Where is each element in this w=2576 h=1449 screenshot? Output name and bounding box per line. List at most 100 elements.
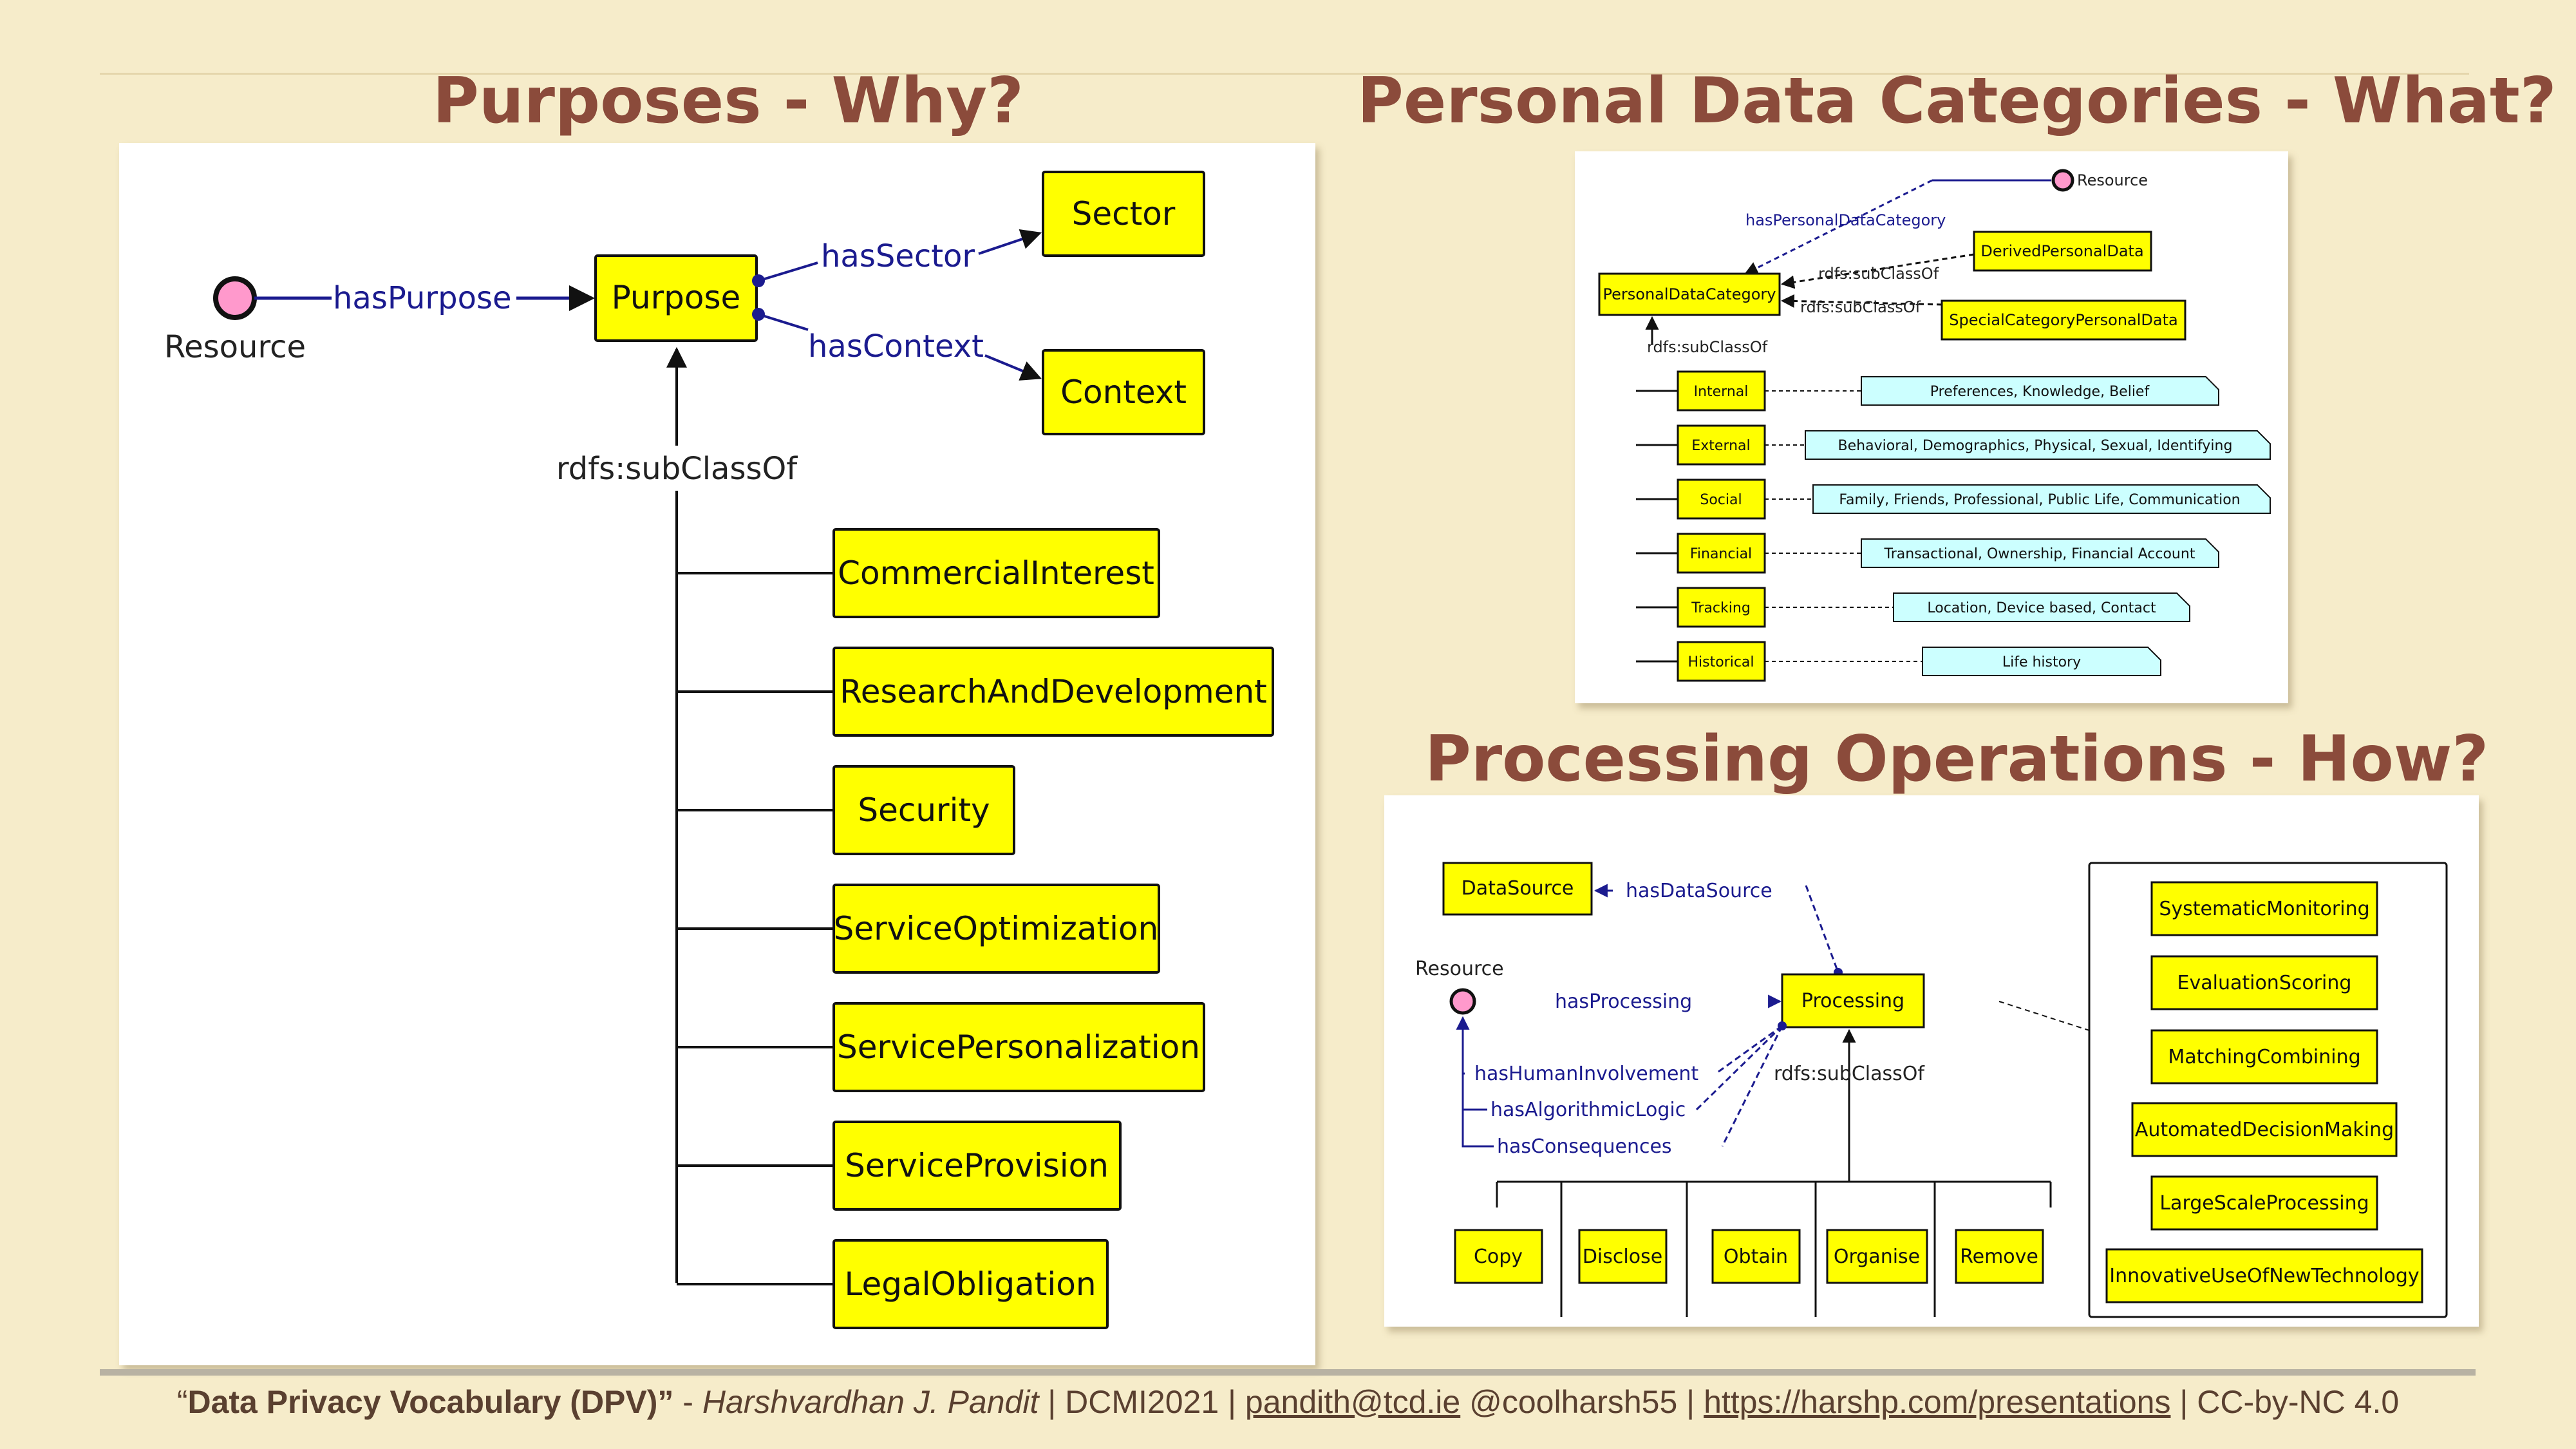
footer: “Data Privacy Vocabulary (DPV)” - Harshv… bbox=[0, 1383, 2576, 1421]
side-label: MatchingCombining bbox=[2168, 1046, 2360, 1068]
category-label: Financial bbox=[1690, 546, 1752, 562]
op-label: Disclose bbox=[1583, 1245, 1662, 1268]
context-node bbox=[1042, 349, 1205, 435]
side-node bbox=[2150, 1029, 2378, 1084]
has-context-label: hasContext bbox=[808, 328, 984, 365]
has-sector-edge-end bbox=[978, 229, 1042, 255]
resource-node bbox=[213, 276, 257, 320]
category-node bbox=[1677, 424, 1766, 466]
derived-node bbox=[1973, 231, 2152, 272]
top-rule bbox=[100, 73, 2469, 75]
processing-diagram: DataSource hasDataSource Resource hasPro… bbox=[1384, 795, 2479, 1327]
subclass-node bbox=[832, 765, 1015, 855]
processing-resource-label: Resource bbox=[1415, 958, 1504, 980]
op-label: Organise bbox=[1834, 1245, 1920, 1268]
has-human-label: hasHumanInvolvement bbox=[1474, 1063, 1698, 1085]
subclass-label-1: rdfs:subClassOf bbox=[1818, 265, 1939, 283]
has-purpose-label: hasPurpose bbox=[333, 280, 511, 316]
context-label: Context bbox=[1060, 374, 1187, 411]
purpose-label: Purpose bbox=[612, 279, 741, 316]
resource-label: Resource bbox=[164, 329, 306, 365]
has-human-edge bbox=[1715, 1025, 1783, 1075]
pdc-resource-label: Resource bbox=[2077, 171, 2148, 189]
special-node bbox=[1941, 299, 2186, 341]
heading-purposes: Purposes - Why? bbox=[433, 64, 1024, 138]
has-algo-label: hasAlgorithmicLogic bbox=[1490, 1099, 1686, 1121]
op-node bbox=[1955, 1229, 2044, 1284]
sector-label: Sector bbox=[1072, 195, 1176, 232]
category-note bbox=[1812, 484, 2271, 514]
pdc-diagram-svg: Resource hasPersonalDataCategory Persona… bbox=[1598, 169, 2271, 682]
category-note bbox=[1805, 430, 2271, 460]
category-note bbox=[1861, 376, 2219, 406]
category-note bbox=[1922, 647, 2161, 676]
subclass-node bbox=[832, 884, 1160, 974]
has-datasource-edge-diag bbox=[1805, 885, 1839, 973]
footer-venue: | DCMI2021 | bbox=[1039, 1384, 1245, 1420]
category-note-text: Transactional, Ownership, Financial Acco… bbox=[1884, 546, 2195, 562]
side-node bbox=[2150, 881, 2378, 936]
category-label: Social bbox=[1700, 492, 1742, 508]
footer-url-link[interactable]: https://harshp.com/presentations bbox=[1704, 1384, 2171, 1420]
category-node bbox=[1677, 478, 1766, 520]
sector-node bbox=[1042, 171, 1205, 257]
processing-diagram-svg: DataSource hasDataSource Resource hasPro… bbox=[1415, 862, 2448, 1318]
side-label: AutomatedDecisionMaking bbox=[2135, 1119, 2394, 1141]
has-sector-label: hasSector bbox=[821, 238, 975, 274]
subclass-node bbox=[832, 1121, 1122, 1211]
has-sector-edge bbox=[758, 261, 818, 282]
footer-email-link[interactable]: pandith@tcd.ie bbox=[1245, 1384, 1461, 1420]
subclass-node-label: Security bbox=[858, 791, 990, 829]
side-label: LargeScaleProcessing bbox=[2159, 1192, 2369, 1215]
side-label: SystematicMonitoring bbox=[2159, 898, 2369, 920]
subclass-label-bg bbox=[547, 446, 808, 491]
has-context-edge-end bbox=[984, 354, 1042, 381]
subclass-node-label: CommercialInterest bbox=[838, 554, 1154, 592]
pdc-diagram: Resource hasPersonalDataCategory Persona… bbox=[1575, 151, 2288, 703]
side-label: InnovativeUseOfNewTechnology bbox=[2109, 1265, 2419, 1287]
processing-node bbox=[1781, 973, 1925, 1028]
processing-subclass-label: rdfs:subClassOf bbox=[1774, 1063, 1925, 1085]
category-label: Internal bbox=[1694, 384, 1749, 400]
subclass-label: rdfs:subClassOf bbox=[556, 451, 798, 487]
op-label: Remove bbox=[1960, 1245, 2038, 1268]
side-node bbox=[2150, 955, 2378, 1010]
purpose-node bbox=[594, 254, 758, 342]
heading-personal-data-categories: Personal Data Categories - What? bbox=[1357, 64, 2557, 138]
has-consequences-edge bbox=[1721, 1025, 1783, 1147]
category-note bbox=[1861, 538, 2219, 568]
has-context-edge bbox=[758, 313, 809, 331]
subclass-node bbox=[832, 647, 1274, 737]
category-label: External bbox=[1691, 438, 1750, 454]
op-node bbox=[1711, 1229, 1801, 1284]
subclass-node-label: ServiceOptimization bbox=[834, 910, 1159, 947]
category-note-text: Preferences, Knowledge, Belief bbox=[1930, 384, 2150, 400]
processing-resource-node bbox=[1449, 988, 1476, 1015]
side-label: EvaluationScoring bbox=[2177, 972, 2352, 994]
pdc-resource-node bbox=[2051, 169, 2074, 192]
has-pdc-edge-diag bbox=[1744, 179, 1933, 275]
op-node bbox=[1454, 1229, 1543, 1284]
footer-open-quote: “ bbox=[176, 1384, 188, 1420]
subclass-node-label: ServicePersonalization bbox=[837, 1028, 1200, 1066]
datasource-node bbox=[1442, 862, 1593, 916]
category-label: Historical bbox=[1688, 654, 1754, 670]
side-node bbox=[2150, 1175, 2378, 1231]
side-node bbox=[2131, 1102, 2398, 1157]
subclass-label-2: rdfs:subClassOf bbox=[1800, 298, 1921, 316]
category-note-text: Life history bbox=[2002, 654, 2081, 670]
category-node bbox=[1677, 370, 1766, 412]
has-algo-edge bbox=[1695, 1025, 1783, 1111]
purposes-diagram-svg: Resource hasPurpose Purpose hasSector Se… bbox=[164, 171, 1274, 1329]
side-node bbox=[2105, 1248, 2423, 1303]
has-consequences-label: hasConsequences bbox=[1497, 1135, 1672, 1158]
purposes-diagram: Resource hasPurpose Purpose hasSector Se… bbox=[119, 143, 1315, 1365]
subclass-node-label: LegalObligation bbox=[844, 1265, 1096, 1303]
footer-title: Data Privacy Vocabulary (DPV)” bbox=[187, 1384, 674, 1420]
subclass-node bbox=[832, 528, 1160, 618]
subclass-node-label: ResearchAndDevelopment bbox=[840, 673, 1267, 710]
special-label: SpecialCategoryPersonalData bbox=[1949, 311, 2177, 329]
datasource-label: DataSource bbox=[1462, 877, 1574, 900]
op-label: Obtain bbox=[1724, 1245, 1788, 1268]
pdc-node bbox=[1598, 272, 1781, 316]
